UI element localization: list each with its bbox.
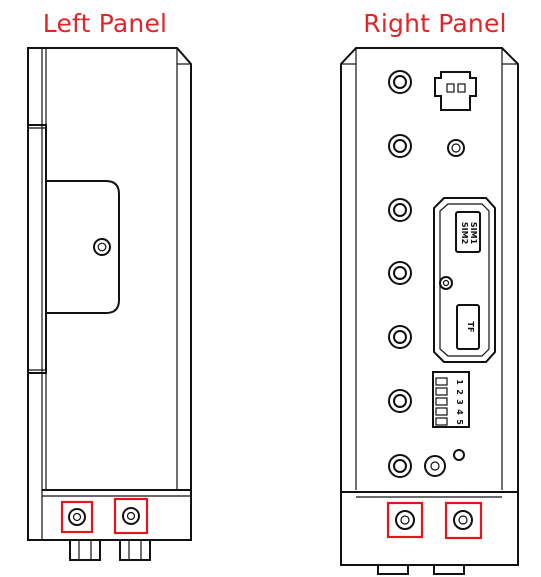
tf-slot [456, 304, 480, 350]
dip-number-5: 5 [455, 419, 464, 425]
dip-switch-frame [432, 371, 470, 428]
sim2-label: SIM2 [460, 222, 469, 244]
left-panel-title: Left Panel [42, 9, 168, 38]
panel-screw-center [451, 143, 461, 153]
mounting-plate [46, 180, 120, 314]
power-terminal-icon [434, 71, 477, 111]
right-antenna-1-highlight [386, 501, 424, 539]
dip-number-1: 1 [455, 379, 464, 385]
slot-screw-icon [439, 276, 453, 290]
left-antenna-2-core [126, 511, 136, 521]
round-port-4-core [393, 266, 407, 280]
dip-number-4: 4 [455, 409, 464, 415]
left-panel-rail [28, 124, 47, 374]
slot-screw-center [442, 279, 450, 287]
panel-screw-icon [447, 139, 465, 157]
dip-number-2: 2 [455, 389, 464, 395]
left-connector-stub-2 [119, 540, 151, 561]
right-panel-device: SIM2 SIM1 TF 1 2 3 4 5 [340, 47, 519, 575]
right-connector-stub-2 [433, 565, 465, 575]
reset-button-center [430, 461, 440, 471]
round-port-3-core [393, 203, 407, 217]
reset-button-icon [424, 455, 446, 477]
right-connector-stub-1 [377, 565, 409, 575]
dip-number-3: 3 [455, 399, 464, 405]
dip-switch-5 [435, 417, 448, 426]
round-port-6-icon [388, 389, 412, 413]
left-connector-stub-1 [69, 540, 101, 561]
sim-slot [455, 211, 481, 253]
round-port-column [388, 70, 412, 478]
left-antenna-1-core [72, 512, 82, 522]
round-port-7-icon [388, 454, 412, 478]
round-port-2-icon [388, 134, 412, 158]
right-antenna-1-core [400, 515, 410, 525]
dip-switch-2 [435, 387, 448, 396]
round-port-3-icon [388, 198, 412, 222]
left-antenna-2-icon [122, 507, 140, 525]
round-port-6-core [393, 394, 407, 408]
led-indicator-icon [453, 449, 465, 461]
round-port-1-core [393, 75, 407, 89]
right-antenna-2-core [458, 515, 468, 525]
left-panel-outline [27, 47, 192, 541]
dip-switch-4 [435, 407, 448, 416]
right-antenna-1-icon [395, 510, 415, 530]
tf-label: TF [466, 322, 475, 333]
plate-screw-center [97, 242, 107, 252]
left-antenna-1-highlight [60, 500, 94, 534]
round-port-1-icon [388, 70, 412, 94]
round-port-2-core [393, 139, 407, 153]
right-antenna-2-icon [453, 510, 473, 530]
dip-switch-block: 1 2 3 4 5 [432, 371, 470, 428]
round-port-4-icon [388, 261, 412, 285]
round-port-5-icon [388, 325, 412, 349]
left-antenna-2-highlight [113, 497, 149, 535]
dip-switch-3 [435, 397, 448, 406]
left-panel-device [27, 47, 192, 561]
round-port-7-core [393, 459, 407, 473]
sim1-label: SIM1 [469, 222, 478, 245]
right-antenna-2-highlight [444, 501, 483, 540]
right-panel-outline [340, 47, 519, 566]
round-port-5-core [393, 330, 407, 344]
plate-screw-icon [93, 238, 111, 256]
dip-switch-1 [435, 377, 448, 386]
left-antenna-1-icon [68, 508, 86, 526]
sim-tf-slot-housing: SIM2 SIM1 TF [433, 197, 496, 363]
right-panel-title: Right Panel [363, 9, 507, 38]
